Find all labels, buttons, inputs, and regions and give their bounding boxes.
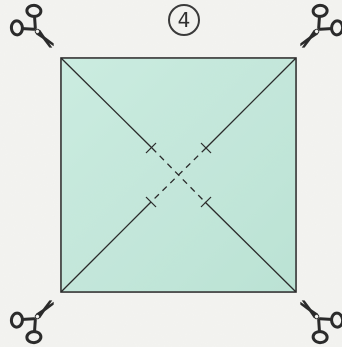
- step-number-label: 4: [178, 10, 191, 30]
- step-number-badge: 4: [168, 4, 200, 36]
